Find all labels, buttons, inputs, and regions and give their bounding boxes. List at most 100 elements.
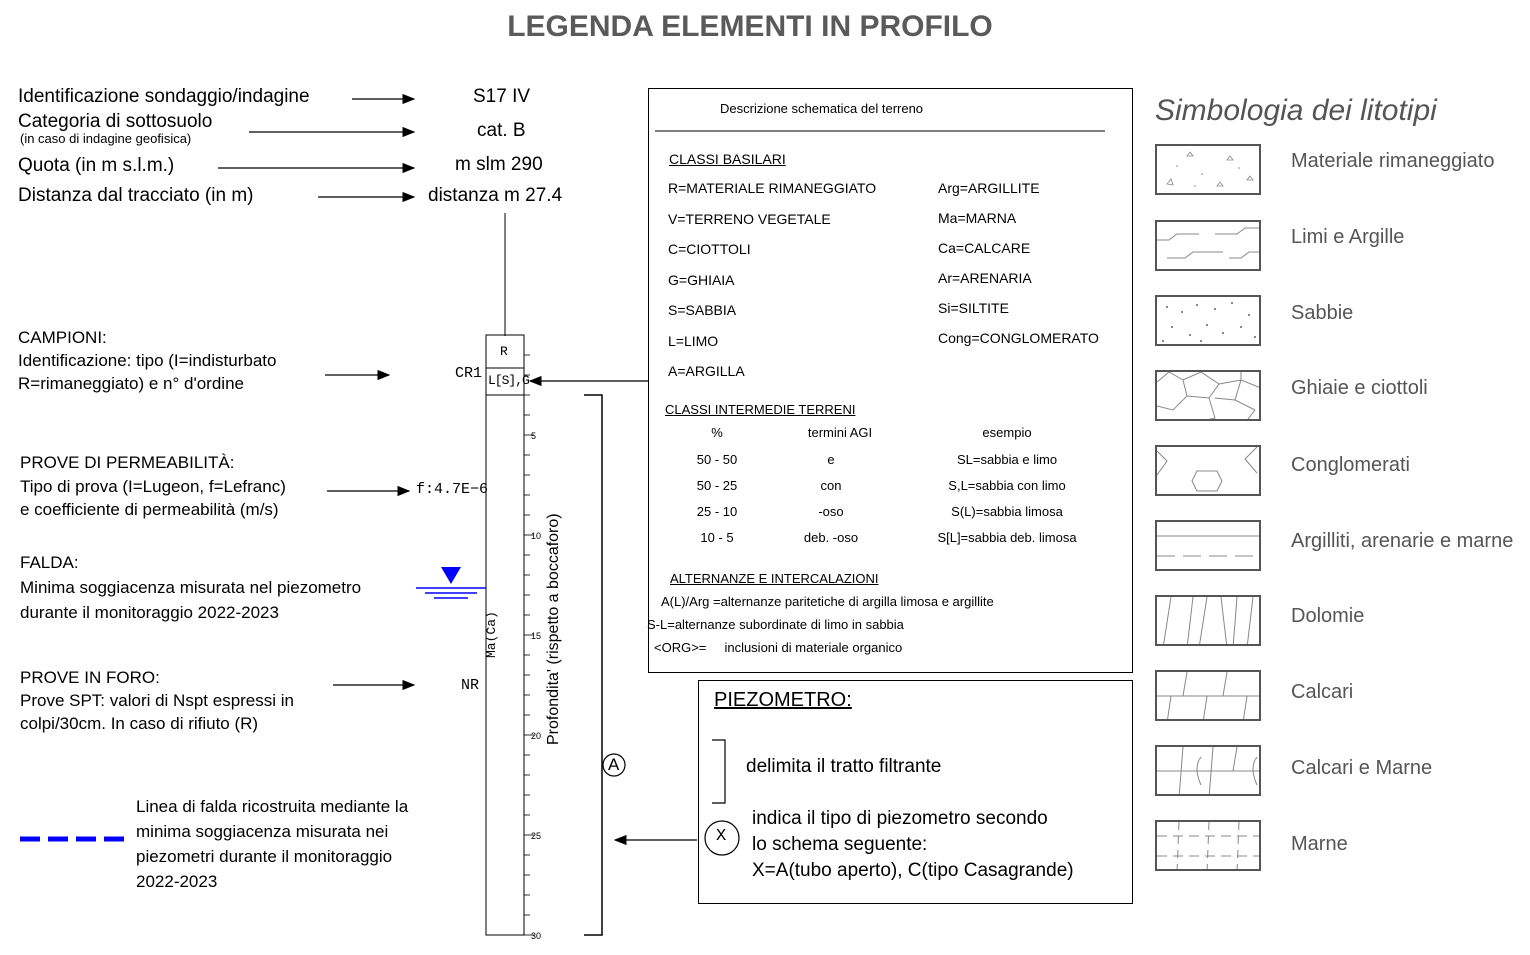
legend-label-ghiaie: Ghiaie e ciottoli: [1291, 377, 1428, 399]
swatch-conglomerati: [1155, 445, 1261, 496]
depth-tick-label: 25: [531, 831, 541, 841]
base-class-rock-item-5: Cong=CONGLOMERATO: [938, 330, 1099, 346]
foro-line2: colpi/30cm. In caso di rifiuto (R): [20, 714, 259, 733]
distance-label: Distanza dal tracciato (in m): [18, 185, 254, 206]
alt-line2: S-L=alternanze subordinate di limo in sa…: [647, 617, 904, 632]
falda-line2: durante il monitoraggio 2022-2023: [20, 603, 279, 622]
sample-code: CR1: [455, 365, 483, 382]
inter-cell: S,L=sabbia con limo: [948, 478, 1066, 493]
base-class-item-4: S=SABBIA: [668, 302, 737, 318]
alt-title: ALTERNANZE E INTERCALAZIONI: [670, 571, 879, 586]
piezometer-title: PIEZOMETRO:: [714, 689, 852, 711]
simbologia-title: Simbologia dei litotipi: [1155, 94, 1437, 127]
inter-cell: deb. -oso: [803, 530, 859, 545]
legend-label-dolomie: Dolomie: [1291, 605, 1365, 627]
swatch-marne: [1155, 820, 1261, 871]
foro-line1: Prove SPT: valori di Nspt espressi in: [20, 691, 294, 710]
base-class-item-6: A=ARGILLA: [668, 363, 745, 379]
perm-title: PROVE DI PERMEABILITÀ:: [20, 453, 235, 472]
borehole-category: cat. B: [477, 120, 526, 141]
piezometer-type-line2: lo schema seguente:: [752, 834, 928, 855]
inter-cell: 50 - 50: [696, 452, 738, 467]
legend-label-calcari: Calcari: [1291, 681, 1354, 703]
inter-cell: e: [827, 452, 835, 467]
inter-cell: SL=sabbia e limo: [956, 452, 1058, 467]
page-title: LEGENDA ELEMENTI IN PROFILO: [507, 10, 993, 43]
campioni-line1: Identificazione: tipo (I=indisturbato: [18, 351, 277, 370]
depth-tick-label: 20: [531, 731, 541, 741]
swatch-dolomie: [1155, 595, 1261, 646]
depth-tick-label: 30: [531, 931, 541, 941]
alt-line1: A(L)/Arg =alternanze paritetiche di argi…: [661, 594, 994, 609]
inter-cell: S[L]=sabbia deb. limosa: [937, 530, 1077, 545]
inter-cell: S(L)=sabbia limosa: [951, 504, 1063, 519]
legend-label-marne: Marne: [1291, 833, 1348, 855]
piezo-type-label: A: [608, 755, 620, 774]
inter-cell: 50 - 25: [696, 478, 738, 493]
description-header: Descrizione schematica del terreno: [720, 101, 924, 116]
base-class-item-1: V=TERRENO VEGETALE: [668, 210, 831, 227]
inter-header: esempio: [982, 425, 1032, 440]
piezometer-filter-text: delimita il tratto filtrante: [746, 756, 942, 777]
quota-label: Quota (in m s.l.m.): [18, 155, 175, 176]
base-class-rock-item-0: Arg=ARGILLITE: [938, 180, 1040, 196]
perm-line2: e coefficiente di permeabilità (m/s): [20, 500, 279, 519]
depth-tick-label: 15: [531, 631, 541, 641]
borehole-id: S17 IV: [473, 86, 531, 107]
legend-label-calcari-marne: Calcari e Marne: [1291, 757, 1433, 779]
lithology-label: Ma(Ca): [484, 611, 499, 658]
perm-line1: Tipo di prova (I=Lugeon, f=Lefranc): [20, 477, 286, 496]
waterline-text2: minima soggiacenza misurata nei: [136, 822, 389, 841]
id-label: Identificazione sondaggio/indagine: [18, 86, 310, 107]
borehole-quota: m slm 290: [455, 154, 543, 175]
inter-cell: 25 - 10: [696, 504, 738, 519]
piezometer-type-line1: indica il tipo di piezometro secondo: [752, 808, 1048, 829]
base-class-rock-item-4: Si=SILTITE: [938, 300, 1009, 316]
base-classes-title: CLASSI BASILARI: [669, 151, 786, 167]
depth-axis-label: Profondita' (rispetto a boccaforo): [545, 513, 562, 745]
alt-line3: <ORG>= inclusioni di materiale organico: [654, 640, 903, 655]
inter-cell: con: [820, 478, 842, 493]
piezometer-type-line3: X=A(tubo aperto), C(tipo Casagrande): [752, 860, 1074, 881]
base-class-item-2: C=CIOTTOLI: [668, 241, 751, 257]
campioni-title: CAMPIONI:: [18, 328, 107, 347]
description-box: [648, 88, 1133, 673]
swatch-calcari: [1155, 670, 1261, 721]
legend-label-sabbie: Sabbie: [1291, 302, 1354, 324]
swatch-sabbie: [1155, 295, 1261, 346]
swatch-argilliti: [1155, 520, 1261, 571]
category-label: Categoria di sottosuolo: [18, 111, 213, 132]
swatch-rimaneggiato: [1155, 144, 1261, 195]
legend-label-argilliti: Argilliti, arenarie e marne: [1291, 530, 1514, 552]
inter-cell: 10 - 5: [700, 530, 734, 545]
waterline-text3: piezometri durante il monitoraggio: [136, 847, 393, 866]
waterline-text1: Linea di falda ricostruita mediante la: [136, 797, 409, 816]
falda-line1: Minima soggiacenza misurata nel piezomet…: [20, 578, 362, 597]
swatch-ghiaie: [1155, 370, 1261, 421]
swatch-calcari-marne: [1155, 745, 1261, 796]
soil-label: L[S],G: [488, 373, 530, 388]
legend-label-rimaneggiato: Materiale rimaneggiato: [1291, 150, 1495, 172]
spt-value: NR: [461, 677, 480, 694]
swatch-limi-argille: [1155, 220, 1261, 271]
base-class-rock-item-3: Ar=ARENARIA: [938, 270, 1032, 286]
piezometer-symbol: X: [716, 827, 727, 846]
piezometer-box: [698, 680, 1133, 904]
base-class-rock-item-1: Ma=MARNA: [938, 210, 1017, 226]
inter-header: termini AGI: [807, 425, 873, 440]
depth-tick-label: 10: [531, 531, 541, 541]
perm-value: f:4.7E−6: [416, 481, 489, 498]
foro-title: PROVE IN FORO:: [20, 668, 160, 687]
legend-label-limi-argille: Limi e Argille: [1291, 226, 1405, 248]
inter-classes-title: CLASSI INTERMEDIE TERRENI: [665, 402, 856, 417]
base-class-item-0: R=MATERIALE RIMANEGGIATO: [668, 180, 877, 196]
borehole-distance: distanza m 27.4: [428, 185, 563, 206]
inter-cell: -oso: [818, 504, 844, 519]
inter-header: %: [711, 425, 723, 440]
top-layer-label: R: [500, 344, 508, 359]
falda-title: FALDA:: [20, 553, 79, 572]
depth-tick-label: 5: [531, 431, 536, 441]
waterline-text4: 2022-2023: [136, 872, 218, 891]
base-class-item-3: G=GHIAIA: [668, 271, 735, 288]
